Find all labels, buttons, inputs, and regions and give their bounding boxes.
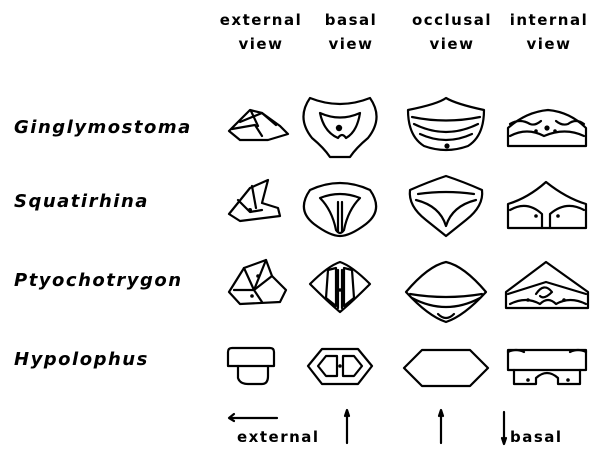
hypolophus-external-drawing xyxy=(228,348,274,384)
hypolophus-basal-drawing xyxy=(308,349,372,384)
ginglymostoma-basal-drawing xyxy=(303,98,376,157)
hypolophus-internal-drawing xyxy=(508,350,586,384)
ginglymostoma-external-drawing xyxy=(229,110,288,140)
ptyochotrygon-internal-drawing xyxy=(506,262,588,308)
ginglymostoma-occlusal-drawing xyxy=(408,98,484,150)
squatirhina-basal-drawing xyxy=(304,183,376,236)
squatirhina-external-drawing xyxy=(229,180,280,221)
squatirhina-occlusal-drawing xyxy=(410,176,482,236)
hypolophus-occlusal-drawing xyxy=(404,350,488,386)
ptyochotrygon-occlusal-drawing xyxy=(406,262,486,322)
ptyochotrygon-basal-drawing xyxy=(310,262,370,312)
squatirhina-internal-drawing xyxy=(508,182,586,228)
ptyochotrygon-external-drawing xyxy=(229,260,286,304)
ginglymostoma-internal-drawing xyxy=(508,110,586,146)
orientation-arrows xyxy=(229,410,506,444)
